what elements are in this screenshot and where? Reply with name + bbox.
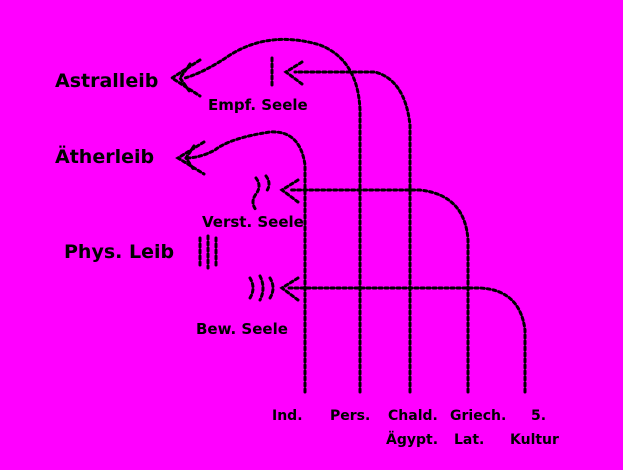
label-culture-fuenf: 5. (531, 408, 547, 424)
label-culture-griech: Griech. (450, 408, 507, 424)
bew-squiggle-3 (268, 276, 275, 300)
label-astralleib: Astralleib (55, 70, 159, 92)
label-culture-ind: Ind. (272, 408, 303, 424)
label-bew-seele: Bew. Seele (196, 320, 288, 338)
label-verst-seele: Verst. Seele (202, 213, 304, 231)
verst-squiggle (251, 176, 261, 212)
label-aetherleib: Ätherleib (55, 146, 155, 168)
label-culture-lat: Lat. (454, 432, 485, 448)
kultur-bew-line (286, 286, 527, 394)
astral-connector-line (183, 37, 362, 394)
label-phys-leib: Phys. Leib (64, 241, 175, 263)
label-culture-kultur: Kultur (510, 432, 559, 448)
bew-squiggle-2 (258, 274, 265, 302)
label-culture-aegypt: Ägypt. (386, 432, 439, 448)
label-culture-chald: Chald. (388, 408, 438, 424)
griech-verst-line (288, 188, 470, 394)
label-empf-seele: Empf. Seele (208, 96, 308, 114)
verst-squiggle-2 (264, 174, 271, 194)
label-culture-pers: Pers. (330, 408, 371, 424)
bew-arrowhead (279, 276, 300, 302)
aether-connector-line (184, 130, 307, 394)
aetherleib-arrowhead (175, 140, 206, 176)
empf-arrowhead (283, 60, 304, 86)
astralleib-arrowhead (169, 58, 202, 98)
verst-arrowhead (279, 178, 300, 204)
bew-squiggle-1 (248, 276, 255, 300)
chald-empf-line (293, 70, 412, 394)
